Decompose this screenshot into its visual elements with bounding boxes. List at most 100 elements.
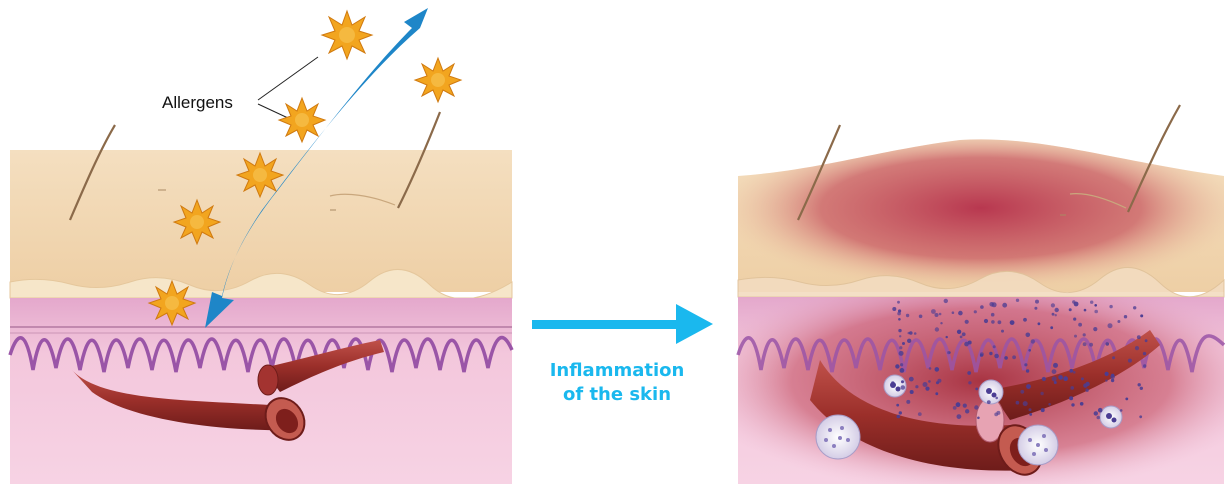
immune-particle <box>1073 371 1076 374</box>
immune-particle <box>1024 363 1027 366</box>
immune-particle <box>1052 369 1057 374</box>
allergen-icon <box>415 58 461 102</box>
immune-particle <box>963 404 967 408</box>
immune-particle <box>1050 326 1053 329</box>
immune-particle <box>1139 415 1142 418</box>
immune-particle <box>1094 304 1097 307</box>
immune-particle <box>897 301 900 304</box>
immune-particle <box>897 415 901 419</box>
immune-particle <box>896 404 899 407</box>
immune-particle <box>1070 386 1074 390</box>
immune-particle <box>967 371 971 375</box>
immune-particle <box>1029 413 1032 416</box>
immune-particle <box>1053 363 1058 368</box>
allergen-icon <box>237 153 283 197</box>
immune-particle <box>1052 376 1057 381</box>
immune-particle <box>935 313 939 317</box>
immune-particle <box>1083 333 1086 336</box>
immune-particle <box>1143 364 1146 367</box>
immune-particle <box>1034 307 1037 310</box>
immune-particle <box>1110 375 1115 380</box>
immune-particle <box>1098 408 1103 413</box>
immune-particle <box>1084 309 1087 312</box>
immune-particle <box>957 414 962 419</box>
immune-particle <box>1026 369 1029 372</box>
immune-particle <box>1029 408 1032 411</box>
immune-particle <box>968 341 972 345</box>
immune-particle <box>1125 398 1128 401</box>
immune-particle <box>1023 318 1027 322</box>
immune-particle <box>995 397 998 400</box>
immune-particle <box>1041 408 1045 412</box>
immune-particle <box>907 339 911 343</box>
immune-particle <box>1069 308 1072 311</box>
immune-particle <box>898 309 901 312</box>
immune-particle <box>1106 342 1110 346</box>
immune-particle <box>1074 302 1079 307</box>
normal-skin-panel: Allergens <box>10 8 512 484</box>
immune-particle <box>1094 411 1098 415</box>
immune-particle <box>891 381 894 384</box>
immune-particle <box>940 322 942 324</box>
process-label-line1: Inflammation <box>550 360 685 381</box>
immune-particle <box>965 320 969 324</box>
immune-particle <box>1042 377 1046 381</box>
immune-particle <box>935 392 938 395</box>
immune-cell-icon <box>1100 406 1122 428</box>
immune-particle <box>1023 401 1028 406</box>
immune-particle <box>1002 303 1007 308</box>
immune-particle <box>994 413 998 417</box>
immune-particle <box>1081 377 1084 380</box>
immune-particle <box>899 346 902 349</box>
immune-particle <box>953 406 957 410</box>
immune-cell-icon <box>979 380 1003 404</box>
immune-particle <box>909 331 913 335</box>
immune-particle <box>980 352 984 356</box>
process-arrow-group: Inflammation of the skin <box>532 304 713 405</box>
immune-particle <box>1128 359 1132 363</box>
immune-particle <box>928 380 931 383</box>
immune-particle <box>909 377 914 382</box>
immune-particle <box>1135 346 1139 350</box>
immune-particle <box>1031 339 1035 343</box>
immune-particle <box>1093 327 1097 331</box>
immune-particle <box>1137 335 1141 339</box>
immune-particle <box>977 417 980 420</box>
immune-particle <box>965 409 969 413</box>
immune-particle <box>987 400 991 404</box>
immune-particle <box>895 364 899 368</box>
immune-particle <box>1138 383 1141 386</box>
immune-particle <box>902 342 905 345</box>
immune-particle <box>898 329 901 332</box>
immune-particle <box>944 299 948 303</box>
immune-particle <box>1090 301 1093 304</box>
immune-particle <box>984 319 988 323</box>
immune-particle <box>1020 390 1024 394</box>
allergen-pointer-line <box>258 57 318 100</box>
immune-particle <box>1035 300 1039 304</box>
immune-particle <box>906 314 909 317</box>
immune-particle <box>975 388 978 391</box>
immune-particle <box>1145 339 1148 342</box>
immune-particle <box>937 379 941 383</box>
immune-particle <box>901 385 906 390</box>
immune-particle <box>899 411 902 414</box>
immune-particle <box>1083 342 1087 346</box>
immune-particle <box>1108 323 1113 328</box>
immune-particle <box>915 385 918 388</box>
immune-particle <box>1016 401 1020 405</box>
immune-particle <box>892 307 896 311</box>
immune-particle <box>994 354 999 359</box>
allergen-icon <box>174 200 220 244</box>
immune-particle <box>931 309 936 314</box>
immune-particle <box>918 412 922 416</box>
immune-cell-icon <box>1018 425 1058 465</box>
immune-particle <box>1117 320 1120 323</box>
immune-particle <box>1001 330 1004 333</box>
immune-particle <box>1105 379 1107 381</box>
immune-particle <box>1026 384 1031 389</box>
immune-particle <box>1083 383 1087 387</box>
immune-particle <box>919 315 923 319</box>
immune-particle <box>947 351 950 354</box>
